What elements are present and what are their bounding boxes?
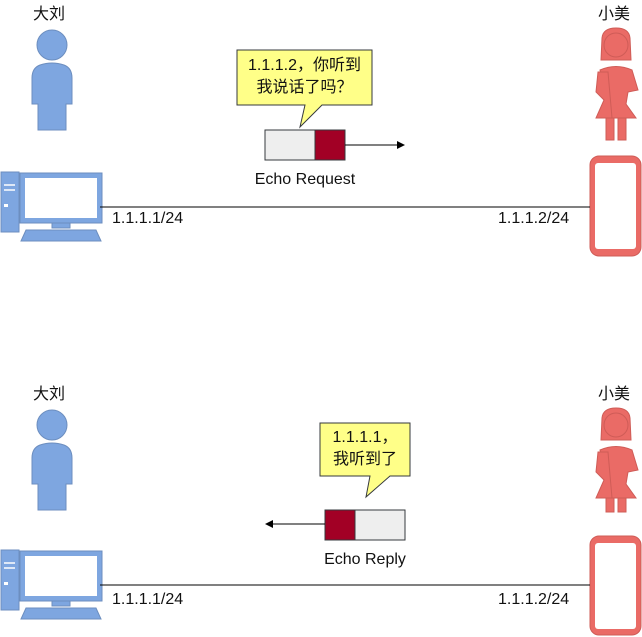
bottom-left-ip: 1.1.1.1/24 bbox=[112, 591, 184, 608]
top-male-person-icon bbox=[31, 29, 73, 131]
top-right-ip: 1.1.1.2/24 bbox=[498, 210, 570, 227]
bottom-smartphone-icon bbox=[589, 535, 642, 636]
top-bubble-text: 1.1.1.2，你听到 我说话了吗？ bbox=[237, 55, 372, 99]
top-bubble-line2: 我说话了吗？ bbox=[256, 79, 353, 96]
top-left-ip: 1.1.1.1/24 bbox=[112, 210, 184, 227]
top-smartphone-icon bbox=[589, 155, 642, 257]
bottom-right-ip: 1.1.1.2/24 bbox=[498, 591, 570, 608]
bottom-bubble-line2: 我听到了 bbox=[332, 451, 397, 468]
top-speech-bubble bbox=[236, 49, 373, 129]
bottom-male-person-icon bbox=[31, 409, 73, 511]
top-desktop-computer-icon bbox=[0, 171, 103, 242]
top-right-person-name: 小美 bbox=[598, 6, 631, 23]
top-packet-icon bbox=[264, 129, 346, 161]
top-female-person-icon bbox=[595, 27, 639, 141]
bottom-speech-bubble bbox=[319, 422, 411, 499]
bottom-desktop-computer-icon bbox=[0, 549, 103, 620]
top-bubble-line1: 1.1.1.2，你听到 bbox=[248, 57, 361, 74]
top-packet-label: Echo Request bbox=[254, 171, 356, 188]
bottom-bubble-text: 1.1.1.1， 我听到了 bbox=[320, 427, 410, 471]
bottom-bubble-line1: 1.1.1.1， bbox=[332, 429, 398, 446]
bottom-packet-icon bbox=[324, 509, 406, 541]
bottom-left-person-name: 大刘 bbox=[33, 386, 66, 403]
top-left-person-name: 大刘 bbox=[33, 6, 66, 23]
bottom-right-person-name: 小美 bbox=[598, 386, 631, 403]
bottom-female-person-icon bbox=[595, 407, 639, 513]
bottom-packet-label: Echo Reply bbox=[324, 551, 406, 568]
